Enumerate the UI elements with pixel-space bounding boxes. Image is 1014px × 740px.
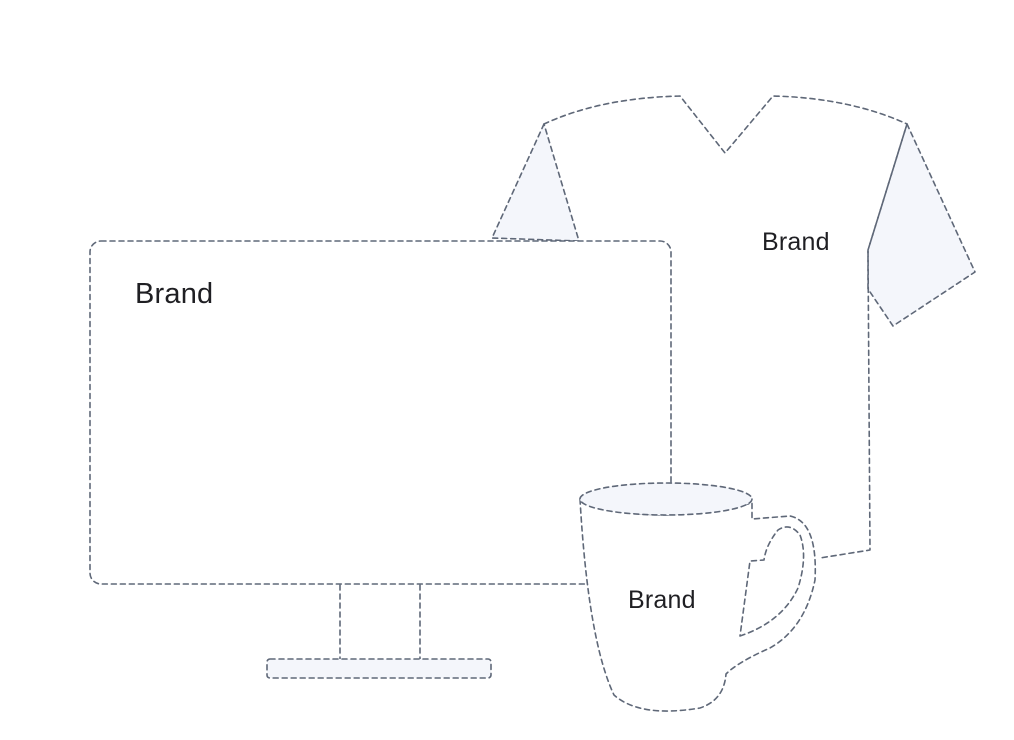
mug-mockup (579, 482, 817, 712)
mug-body (579, 498, 817, 712)
tshirt-brand-label: Brand (762, 228, 830, 256)
monitor-mockup (89, 240, 672, 679)
mug-handle-inner (739, 526, 805, 637)
tshirt-left-sleeve (491, 123, 580, 242)
mug-brand-label: Brand (628, 586, 696, 614)
tshirt-right-sleeve (867, 123, 976, 327)
tshirt-mockup (491, 95, 976, 559)
monitor-stand-base (266, 658, 492, 679)
monitor-screen (89, 240, 672, 585)
monitor-brand-label: Brand (135, 278, 214, 310)
monitor-stand-neck (339, 584, 421, 660)
mug-rim (579, 482, 753, 516)
tshirt-outline (543, 95, 908, 559)
